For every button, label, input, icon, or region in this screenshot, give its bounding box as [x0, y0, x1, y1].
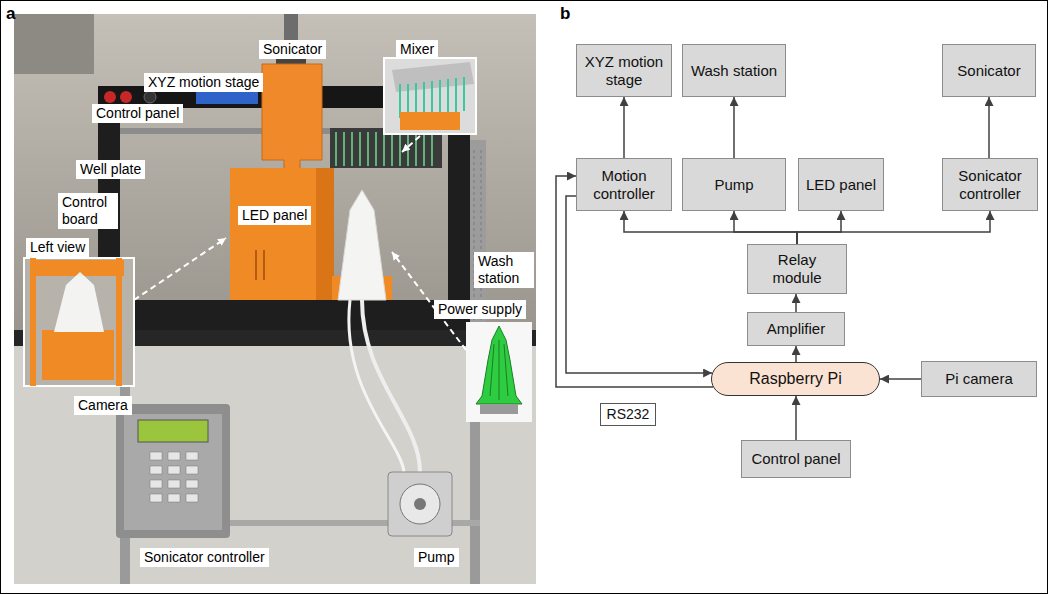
block-box: Relay module [747, 244, 847, 294]
photo-callout: Control panel [92, 104, 183, 123]
node-text: Wash station [691, 62, 777, 80]
panel-knob [144, 91, 156, 103]
controller-keypad [150, 452, 198, 502]
photo-callout: Well plate [76, 160, 145, 179]
panel-button [104, 91, 116, 103]
power-supply-vents [474, 150, 481, 320]
printer-base [100, 300, 480, 330]
node-text: Pi camera [945, 370, 1013, 388]
cad-background [466, 322, 532, 422]
node-text: Relay module [760, 251, 834, 287]
panel-letter: b [560, 4, 570, 24]
signal-arrow [797, 211, 990, 244]
sonicator-holder [262, 64, 322, 175]
tube [362, 300, 420, 472]
pump-rotor [400, 484, 440, 524]
lcd-display [196, 92, 258, 104]
inset-frame [30, 258, 36, 386]
mixer-inset [384, 58, 476, 134]
node-text: Pump [714, 176, 753, 194]
block-box: Sonicator [942, 44, 1036, 97]
interface-tag: RS232 [600, 403, 656, 426]
signal-arrow [795, 294, 797, 312]
signal-arrow [797, 211, 841, 244]
leader-line [402, 136, 420, 152]
photo-callout: Control board [58, 193, 118, 229]
photo-scene [14, 14, 536, 584]
tube [349, 300, 404, 472]
signal-arrow [988, 97, 990, 158]
signal-arrow [880, 378, 921, 380]
controller-front [124, 414, 222, 530]
photo-callout: XYZ motion stage [144, 73, 263, 92]
block-box: Pi camera [921, 361, 1037, 397]
pump-hub [414, 498, 426, 510]
panel-button [120, 91, 132, 103]
mixer-base [400, 112, 460, 130]
block-box: LED panel [798, 158, 884, 211]
block-box: XYZ motion stage [576, 44, 672, 97]
mixer-pins-inset [400, 77, 464, 118]
signal-arrow [795, 396, 797, 440]
node-text: Sonicator [957, 62, 1020, 80]
cad-lines [490, 340, 508, 400]
signal-arrow [734, 211, 797, 244]
signal-arrow [566, 196, 712, 373]
cad-base [480, 404, 518, 414]
signal-arrow [624, 211, 797, 244]
led-housing [230, 168, 334, 300]
node-text: RS232 [607, 406, 650, 423]
block-box: Pump [682, 158, 786, 211]
node-text: Amplifier [767, 320, 825, 338]
leader-line [134, 238, 226, 300]
photo-callout: Left view [26, 238, 89, 257]
node-text: Raspberry Pi [749, 369, 841, 388]
inset-camera-housing [42, 330, 114, 380]
block-box: Sonicator controller [942, 158, 1038, 211]
photo-callout: LED panel [238, 206, 311, 225]
block-box: Motion controller [576, 158, 672, 211]
wash-cone [338, 190, 386, 300]
photo-callout: Wash station [474, 252, 534, 288]
sonicator-controller-case [116, 404, 230, 538]
photo-callout: Camera [74, 396, 132, 415]
inset-frame [116, 258, 122, 386]
node-text: LED panel [806, 176, 876, 194]
photo-callout: Pump [414, 548, 459, 567]
node-text: Motion controller [581, 167, 667, 203]
node-text: Sonicator controller [947, 167, 1033, 203]
photo-callout: Mixer [396, 40, 438, 59]
panel-letter: a [6, 4, 15, 24]
wash-station-cad [476, 326, 522, 404]
lab-shelf [14, 14, 94, 74]
signal-arrow [733, 97, 735, 158]
controller-lcd [138, 420, 208, 442]
photo-callout: Sonicator [259, 40, 326, 59]
signal-arrow [623, 97, 625, 158]
photo-callout: Sonicator controller [140, 548, 269, 567]
signal-arrow [795, 346, 797, 362]
housing-slots [256, 250, 264, 280]
controller-pill: Raspberry Pi [711, 362, 880, 396]
inset-cone [54, 272, 104, 332]
left-view-inset [24, 258, 134, 386]
node-text: Control panel [751, 450, 840, 468]
block-box: Wash station [682, 44, 786, 97]
led-housing-side [316, 168, 334, 300]
photo-callout: Power supply [434, 300, 526, 319]
mixer-pins [336, 132, 432, 166]
block-box: Control panel [741, 440, 851, 478]
pump-body [388, 472, 452, 536]
lab-wall [14, 14, 536, 344]
block-box: Amplifier [747, 312, 845, 346]
node-text: XYZ motion stage [581, 53, 667, 89]
